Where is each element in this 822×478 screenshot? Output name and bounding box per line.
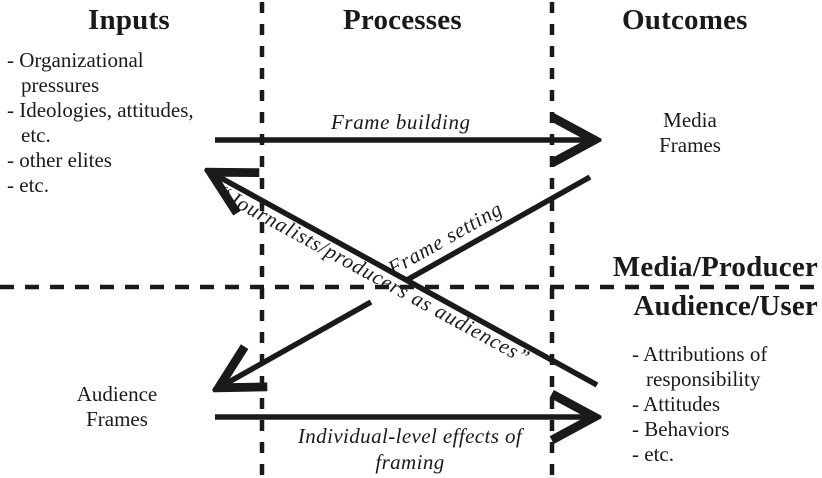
- outcomes-item-continuation: responsibility: [646, 367, 761, 391]
- outcomes-list-item: - Attitudes: [632, 392, 767, 417]
- outcomes-list: - Attributions of responsibility - Attit…: [632, 342, 767, 467]
- individual-effects-label-line1: Individual-level effects of: [297, 424, 523, 448]
- frame-building-label: Frame building: [331, 110, 471, 134]
- column-heading-outcomes: Outcomes: [622, 4, 748, 36]
- outcomes-list-item: - etc.: [632, 442, 767, 467]
- inputs-list: - Organizational pressures - Ideologies,…: [7, 48, 194, 198]
- inputs-list-item: - etc.: [7, 173, 194, 198]
- outcomes-item-text: - etc.: [632, 442, 674, 466]
- inputs-list-item: - other elites: [7, 148, 194, 173]
- frame-setting-arrow-lower: [220, 299, 373, 387]
- outcomes-list-item: - Attributions of responsibility: [632, 342, 767, 392]
- inputs-item-text: - etc.: [7, 173, 49, 197]
- outcomes-item-text: - Attitudes: [632, 392, 721, 416]
- audience-frames-label-line2: Frames: [86, 407, 148, 431]
- inputs-item-continuation: etc.: [21, 123, 51, 147]
- individual-effects-label-line2: framing: [375, 450, 445, 474]
- inputs-item-text: - Organizational: [7, 48, 144, 72]
- column-heading-inputs: Inputs: [88, 4, 170, 36]
- outcomes-list-item: - Behaviors: [632, 417, 767, 442]
- inputs-item-continuation: pressures: [21, 73, 100, 97]
- individual-effects-label: Individual-level effects of framing: [270, 423, 550, 475]
- inputs-item-text: - other elites: [7, 148, 112, 172]
- media-frames-label-line1: Media: [663, 108, 717, 132]
- outcomes-item-text: - Attributions of: [632, 342, 768, 366]
- row-label-audience-user: Audience/User: [633, 290, 818, 322]
- audience-frames-node: Audience Frames: [67, 382, 167, 432]
- inputs-list-item: - Ideologies, attitudes, etc.: [7, 98, 194, 148]
- outcomes-item-text: - Behaviors: [632, 417, 730, 441]
- column-heading-processes: Processes: [343, 4, 462, 36]
- inputs-item-text: - Ideologies, attitudes,: [7, 98, 194, 122]
- audience-frames-label-line1: Audience: [76, 382, 158, 406]
- row-label-media-producer: Media/Producer: [612, 251, 818, 283]
- media-frames-node: Media Frames: [640, 108, 740, 158]
- inputs-list-item: - Organizational pressures: [7, 48, 194, 98]
- media-frames-label-line2: Frames: [659, 133, 721, 157]
- frame-setting-arrow-upper: [403, 174, 592, 284]
